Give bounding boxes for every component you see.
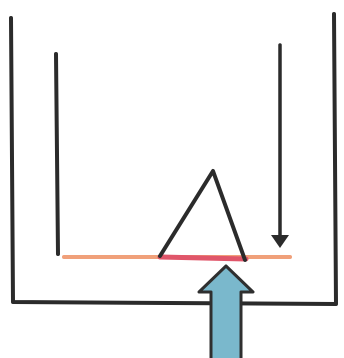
triangle [158,169,247,262]
inner-left-wall [54,52,60,256]
down-arrow-icon [271,43,289,248]
outer-container [9,12,338,306]
triangle-base-highlight [157,254,249,262]
up-arrow-icon [197,264,255,358]
